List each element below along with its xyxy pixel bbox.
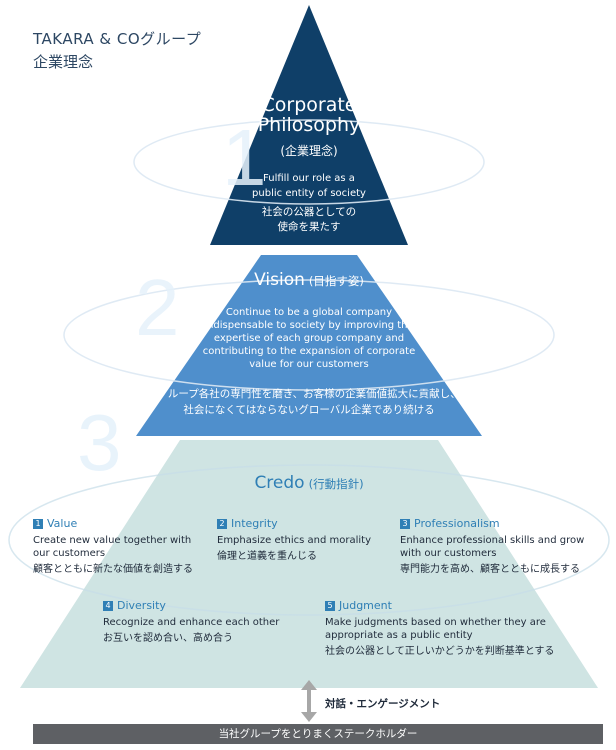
tier2-shape	[136, 255, 482, 436]
tier2-title: Vision(目指す姿)	[254, 270, 364, 290]
stakeholders-label: 当社グループをとりまくステークホルダー	[218, 728, 418, 740]
stakeholders-bar: 当社グループをとりまくステークホルダー	[33, 724, 603, 744]
company-title: TAKARA & COグループ	[33, 30, 202, 48]
orbit-ring-3	[8, 464, 610, 616]
orbit-ring-2	[63, 279, 555, 391]
tier1-title-jp: (企業理念)	[280, 144, 338, 158]
tier2-number: 2	[135, 263, 180, 352]
tier3-title: Credo(行動指針)	[254, 473, 364, 493]
tier2-desc-en: Continue to be a global company indispen…	[202, 307, 416, 370]
tier3-number: 3	[77, 398, 122, 487]
tier2-desc-jp: グループ各社の専門性を磨き、お客様の企業価値拡大に貢献し、 社会になくてはならな…	[157, 388, 461, 416]
tier3-shape	[20, 440, 598, 688]
page-subtitle: 企業理念	[33, 53, 94, 71]
tier1-title: Corporate Philosophy	[257, 94, 361, 136]
orbit-ring-1	[133, 119, 485, 205]
tier1-desc-en: Fulfill our role as a public entity of s…	[252, 173, 366, 199]
tier1-number: 1	[222, 113, 267, 202]
double-arrow-icon	[301, 680, 317, 722]
tier1-shape	[210, 5, 408, 245]
engagement-label: 対話・エンゲージメント	[325, 698, 441, 710]
tier1-desc-jp: 社会の公器としての 使命を果たす	[261, 206, 357, 233]
